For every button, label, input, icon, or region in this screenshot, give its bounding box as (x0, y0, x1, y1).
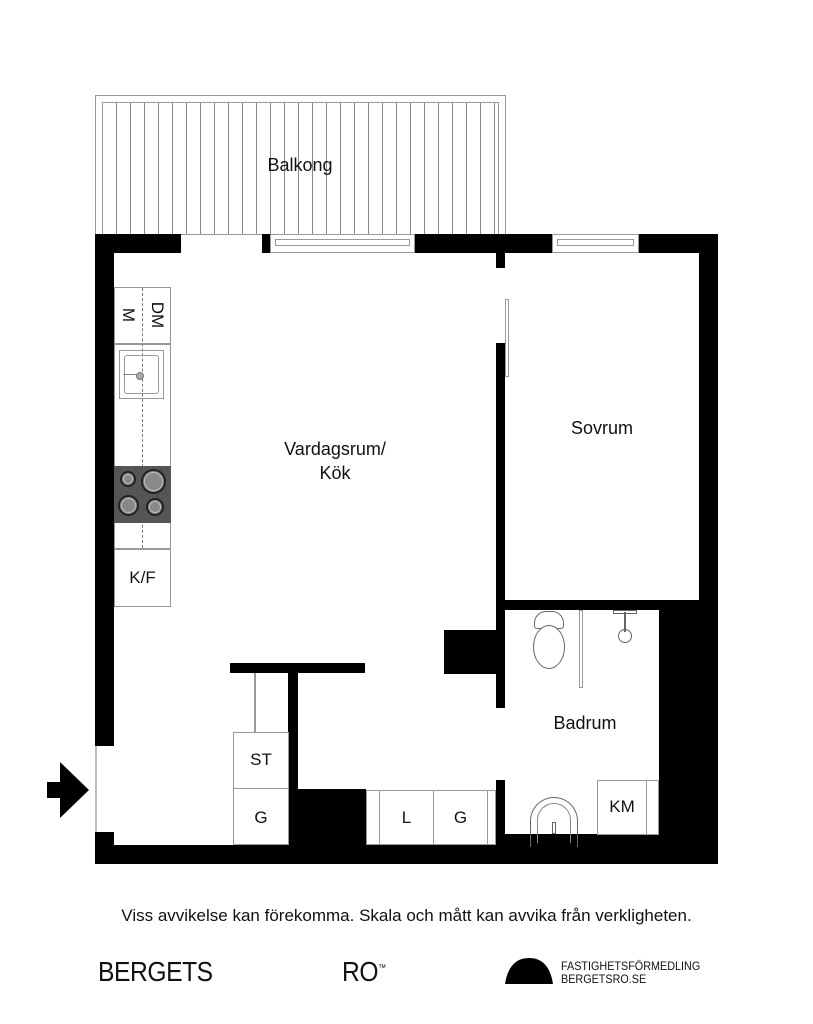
disclaimer: Viss avvikelse kan förekomma. Skala och … (121, 906, 692, 925)
fixture-label-dishwasher: DM (148, 301, 167, 329)
wall-top-mid (415, 234, 552, 253)
kitchen-sink-icon (119, 350, 164, 399)
entrance-arrow-icon (47, 762, 89, 818)
tagline-line2: BERGETSRO.SE (561, 972, 647, 986)
fixture-label-linen: L (401, 808, 412, 827)
wall-bedroom-stub (496, 250, 505, 268)
wall-bedroom-bottom (496, 600, 718, 610)
tagline-line1: FASTIGHETSFÖRMEDLING (561, 959, 701, 973)
wall-bottom (95, 845, 718, 864)
shower-screen (579, 610, 583, 688)
balcony (95, 95, 506, 235)
shaft-column (444, 630, 500, 674)
wall-bedroom-left (496, 343, 505, 708)
fixture-label-washing-machine: KM (609, 797, 635, 816)
wall-hall-horizontal (230, 663, 365, 673)
counter-centerline (142, 288, 143, 548)
sink-icon (530, 797, 578, 847)
wardrobe-2 (433, 790, 488, 845)
washing-machine-side (646, 780, 659, 835)
fridge-freezer-box (114, 549, 171, 607)
room-label-living-line1: Vardagsrum/ (284, 439, 386, 459)
window-bedroom (552, 234, 639, 253)
brand-left: BERGETS (98, 956, 213, 987)
room-label-balcony: Balkong (267, 155, 333, 175)
room-label-bedroom: Sovrum (570, 418, 633, 438)
room-label-bathroom: Badrum (553, 713, 617, 733)
brand-right-text: RO (342, 956, 379, 987)
bathroom-right-block (659, 610, 704, 850)
shower-icon (613, 610, 637, 644)
window-living (270, 234, 415, 253)
wall-top-right (639, 234, 718, 253)
room-label-living-line2: Kök (319, 463, 351, 483)
fixture-label-microwave: M (119, 307, 138, 323)
fixture-label-storage: ST (250, 750, 272, 769)
wall-top-stub (262, 234, 270, 253)
wall-hall-vertical (288, 673, 298, 845)
kitchen-counter (114, 287, 171, 549)
toilet-icon (533, 611, 565, 669)
cooktop-icon (114, 466, 171, 523)
storage-rail (254, 673, 256, 733)
brand-logo-icon (505, 958, 553, 984)
brand-right: RO™ (342, 956, 386, 988)
wall-hall-block (288, 789, 366, 845)
fixture-label-wardrobe-1: G (254, 808, 268, 827)
trademark: ™ (378, 962, 386, 973)
brand-tagline: FASTIGHETSFÖRMEDLING BERGETSRO.SE (561, 960, 700, 986)
bedroom-door (505, 299, 509, 377)
wall-top-left (95, 234, 181, 253)
microwave-dishwasher-divider (114, 343, 171, 345)
wall-left-upper (95, 234, 114, 746)
room-label-living-kitchen: Vardagsrum/ Kök (260, 437, 410, 485)
fixture-label-fridge-freezer: K/F (129, 568, 156, 587)
fixture-label-wardrobe-2: G (453, 808, 468, 827)
balcony-decking (102, 102, 499, 234)
wall-bathroom-left-lower (496, 780, 505, 850)
wardrobe-1 (233, 788, 289, 845)
entrance-door-gap (95, 746, 97, 832)
